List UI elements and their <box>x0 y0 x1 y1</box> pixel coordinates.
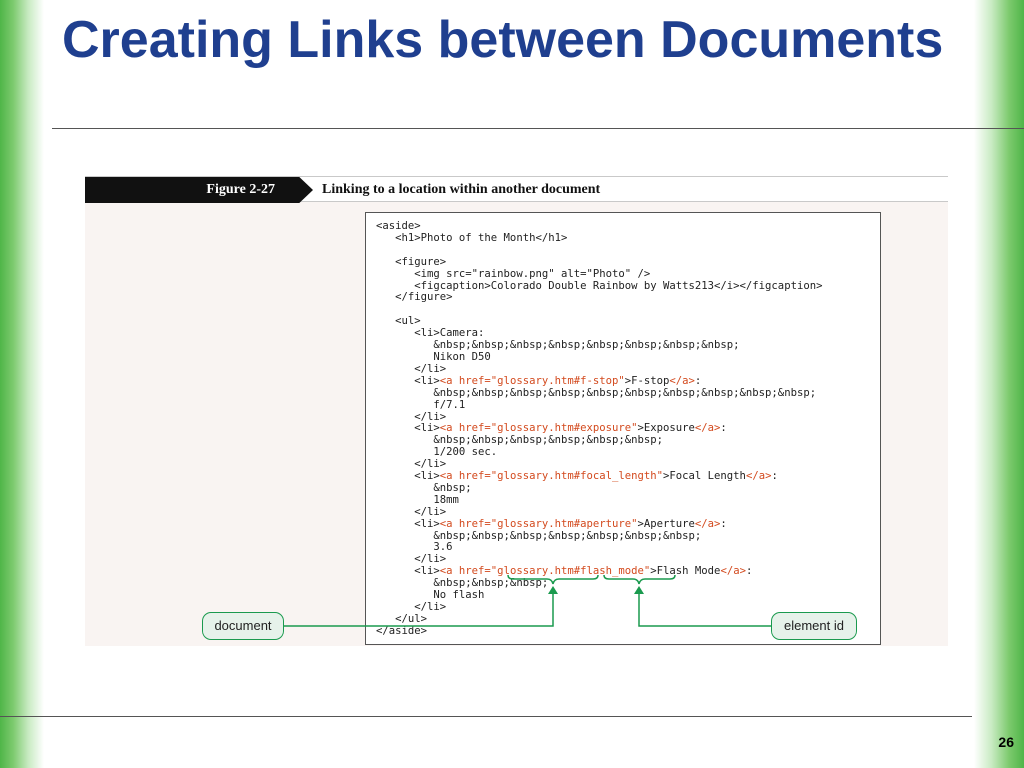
footer-divider <box>0 716 972 717</box>
figure-label: Figure 2-27 <box>85 177 313 203</box>
code-line: &nbsp;&nbsp;&nbsp;&nbsp;&nbsp;&nbsp;&nbs… <box>376 339 740 352</box>
code-line: 18mm <box>376 493 459 506</box>
figure-caption: Linking to a location within another doc… <box>322 182 601 197</box>
code-line: </aside> <box>376 624 428 637</box>
element-id-brace <box>603 574 676 585</box>
code-line: <li><a href="glossary.htm#flash_mode">Fl… <box>376 565 753 578</box>
title-divider <box>52 128 1024 129</box>
code-line: <li><a href="glossary.htm#exposure">Expo… <box>376 422 727 435</box>
code-line: <ul> <box>376 315 421 328</box>
document-connector <box>284 592 554 627</box>
element-id-callout: element id <box>771 612 857 640</box>
code-line: f/7.1 <box>376 398 466 411</box>
code-line: </li> <box>376 410 447 423</box>
code-line: 1/200 sec. <box>376 446 498 459</box>
code-line: </li> <box>376 553 447 566</box>
left-accent-bar <box>0 0 44 768</box>
code-line: &nbsp;&nbsp;&nbsp; <box>376 577 549 590</box>
code-line: <h1>Photo of the Month</h1> <box>376 231 568 244</box>
document-arrowhead <box>548 586 558 594</box>
code-line: </li> <box>376 601 447 613</box>
code-listing: <aside> <h1>Photo of the Month</h1> <fig… <box>365 212 881 645</box>
element-id-connector <box>638 592 771 627</box>
code-line: <li><a href="glossary.htm#aperture">Aper… <box>376 517 727 530</box>
code-line: &nbsp; <box>376 481 472 494</box>
code-line: &nbsp;&nbsp;&nbsp;&nbsp;&nbsp;&nbsp;&nbs… <box>376 529 702 542</box>
code-line: </li> <box>376 505 447 518</box>
figure: Figure 2-27 Linking to a location within… <box>85 176 948 646</box>
code-line: <li>Camera: <box>376 327 485 340</box>
code-line: <figure> <box>376 255 447 268</box>
code-line: No flash <box>376 589 485 602</box>
callout-connectors <box>284 574 771 627</box>
code-line: <img src="rainbow.png" alt="Photo" /> <box>376 267 651 280</box>
code-line: <aside> <box>376 220 421 232</box>
code-text: <aside> <h1>Photo of the Month</h1> <fig… <box>376 220 823 638</box>
element-id-arrowhead <box>634 586 644 594</box>
figure-header: Figure 2-27 Linking to a location within… <box>85 176 948 203</box>
code-line: </ul> <box>376 612 428 625</box>
document-brace <box>507 574 599 585</box>
code-line: &nbsp;&nbsp;&nbsp;&nbsp;&nbsp;&nbsp; <box>376 434 664 447</box>
code-line: 3.6 <box>376 541 453 554</box>
code-line: </figure> <box>376 291 453 304</box>
code-line: </li> <box>376 362 447 375</box>
code-line: <figcaption>Colorado Double Rainbow by W… <box>376 279 823 292</box>
page-number: 26 <box>998 734 1014 750</box>
slide-title: Creating Links between Documents <box>62 11 944 69</box>
document-callout: document <box>202 612 284 640</box>
code-line: &nbsp;&nbsp;&nbsp;&nbsp;&nbsp;&nbsp;&nbs… <box>376 386 817 399</box>
code-line: </li> <box>376 458 447 471</box>
code-line: <li><a href="glossary.htm#f-stop">F-stop… <box>376 374 702 387</box>
code-line: <li><a href="glossary.htm#focal_length">… <box>376 470 778 483</box>
right-accent-bar <box>974 0 1024 768</box>
code-line: Nikon D50 <box>376 350 491 363</box>
